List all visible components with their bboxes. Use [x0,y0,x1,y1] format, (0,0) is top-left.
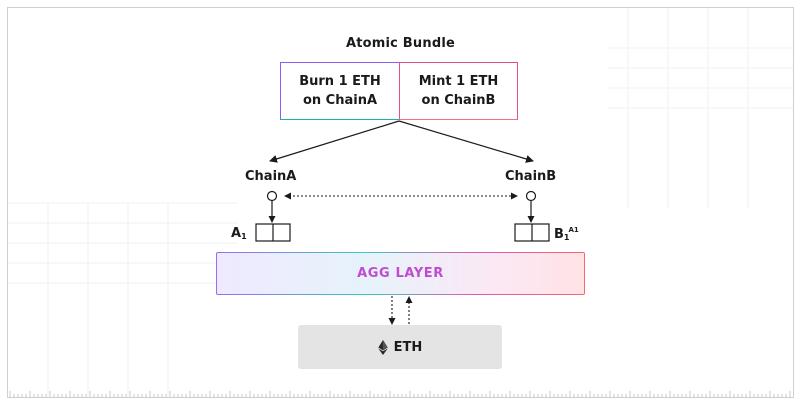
bundle-cell-burn-line2: on ChainA [302,93,378,108]
ruler-ticks [9,391,791,397]
chain-a-state-box [255,223,291,242]
agg-layer-label: AGG LAYER [357,266,444,281]
chain-a-node [266,190,278,202]
bundle-cell-mint-line1: Mint 1 ETH [418,74,499,89]
background-grid [8,8,793,397]
agg-layer-box: AGG LAYER [216,252,585,295]
chain-b-state-sub: 1 [563,233,570,242]
arrow-to-chain-b [398,120,534,163]
bundle-cell-burn-line1: Burn 1 ETH [299,74,381,89]
bundle-cell-burn: Burn 1 ETH on ChainA [280,62,400,120]
eth-layer-label: ETH [393,339,423,355]
eth-layer-box: ETH [298,325,502,369]
chain-b-state-box [514,223,550,242]
chain-a-state-label: A1 [231,226,247,241]
chain-a-state-sub: 1 [241,232,247,241]
arrow-to-chain-a [269,120,400,163]
ethereum-icon [377,339,388,355]
bundle-cell-mint: Mint 1 ETH on ChainB [399,62,518,120]
chain-b-state-sup: A1 [568,226,579,234]
chain-b-label: ChainB [505,169,557,184]
chain-a-state-main: A [231,226,242,241]
chain-a-label: ChainA [245,169,297,184]
bundle-cell-mint-line2: on ChainB [421,93,496,108]
chain-b-node [525,190,537,202]
chain-b-state-label: B1A1 [554,226,579,242]
chain-b-state-main: B [554,227,564,242]
diagram-title: Atomic Bundle [345,36,456,51]
